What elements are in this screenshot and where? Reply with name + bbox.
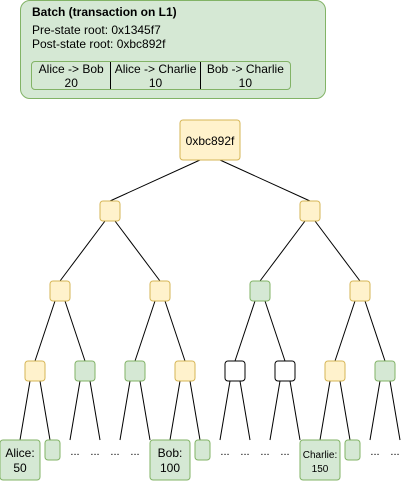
transaction-label: Bob -> Charlie <box>206 61 284 76</box>
batch-title: Batch (transaction on L1) <box>32 5 177 19</box>
tree-edge <box>334 300 356 362</box>
tree-edge <box>109 159 201 202</box>
leaf-account-name: Charlie: <box>303 450 337 461</box>
tree-edge <box>219 380 231 441</box>
omitted-leaves-ellipsis: ... <box>390 446 399 458</box>
tree-edge <box>264 300 286 362</box>
omitted-leaves-ellipsis: ... <box>280 446 289 458</box>
leaf-account-name: Bob: <box>158 446 183 460</box>
tree-node <box>224 360 246 382</box>
omitted-leaves-ellipsis: ... <box>130 446 139 458</box>
tree-node <box>24 360 46 382</box>
transaction-cell: Alice -> Bob 20 <box>32 61 112 90</box>
tree-edge <box>189 380 201 441</box>
root-node <box>179 119 241 161</box>
transaction-cell: Alice -> Charlie 10 <box>111 61 201 90</box>
leaf-account-balance: 100 <box>160 461 180 475</box>
tree-node <box>49 280 71 302</box>
leaf-account-balance: 50 <box>13 461 27 475</box>
tree-edge <box>339 380 351 441</box>
tree-node <box>299 200 321 222</box>
omitted-leaves-ellipsis: ... <box>240 446 249 458</box>
tree-edge <box>289 380 301 441</box>
tree-edge <box>319 380 331 441</box>
tree-node <box>124 360 146 382</box>
leaf-node <box>44 439 61 461</box>
tree-node <box>99 200 121 222</box>
transaction-label: Alice -> Bob <box>38 61 104 76</box>
leaf-node-bob <box>149 439 191 481</box>
tree-edge <box>389 380 401 441</box>
tree-edge <box>169 380 181 441</box>
transaction-amount: 10 <box>238 75 253 90</box>
tree-edge <box>34 300 56 362</box>
tree-node <box>274 360 296 382</box>
tree-nodes <box>0 119 396 481</box>
tree-edge <box>259 220 306 282</box>
post-state-root: Post-state root: 0xbc892f <box>32 37 166 51</box>
leaf-account-name: Alice: <box>5 446 34 460</box>
tree-edge <box>239 380 251 441</box>
omitted-leaves-ellipsis: ... <box>90 446 99 458</box>
tree-edge <box>69 380 81 441</box>
tree-edges <box>19 159 401 441</box>
tree-edge <box>59 220 106 282</box>
transaction-cell: Bob -> Charlie 10 <box>201 62 290 89</box>
tree-edge <box>19 380 31 441</box>
transaction-label: Alice -> Charlie <box>114 61 197 76</box>
tree-edge <box>139 380 151 441</box>
tree-edge <box>219 159 311 202</box>
omitted-leaves-ellipsis: ... <box>220 446 229 458</box>
tree-node <box>74 360 96 382</box>
omitted-leaves-ellipsis: ... <box>110 446 119 458</box>
tree-edge <box>89 380 101 441</box>
leaf-account-balance: 150 <box>312 464 329 475</box>
tree-node <box>149 280 171 302</box>
tree-node <box>324 360 346 382</box>
tree-edge <box>364 300 386 362</box>
transaction-amount: 10 <box>148 75 163 90</box>
omitted-leaves-ellipsis: ... <box>370 446 379 458</box>
omitted-leaves-ellipsis: ... <box>70 446 79 458</box>
tree-edge <box>39 380 51 441</box>
leaf-node <box>344 439 361 461</box>
tree-edge <box>114 220 161 282</box>
tree-edge <box>314 220 361 282</box>
tree-edge <box>119 380 131 441</box>
tree-edge <box>269 380 281 441</box>
batch-box: Batch (transaction on L1) Pre-state root… <box>20 0 326 99</box>
pre-state-root: Pre-state root: 0x1345f7 <box>32 23 161 37</box>
tree-node <box>174 360 196 382</box>
leaf-node-charlie <box>299 439 341 481</box>
leaf-node <box>194 439 211 461</box>
tree-node <box>249 280 271 302</box>
tree-edge <box>164 300 186 362</box>
tree-edge <box>234 300 256 362</box>
root-hash-label: 0xbc892f <box>186 134 235 148</box>
leaf-node-alice <box>0 439 41 481</box>
tree-edge <box>369 380 381 441</box>
tree-edge <box>134 300 156 362</box>
transaction-amount: 20 <box>64 75 78 90</box>
omitted-leaves-ellipsis: ... <box>260 446 269 458</box>
transactions-table: Alice -> Bob 20 Alice -> Charlie 10 Bob … <box>31 61 291 90</box>
tree-node <box>374 360 396 382</box>
tree-edge <box>64 300 86 362</box>
tree-node <box>349 280 371 302</box>
